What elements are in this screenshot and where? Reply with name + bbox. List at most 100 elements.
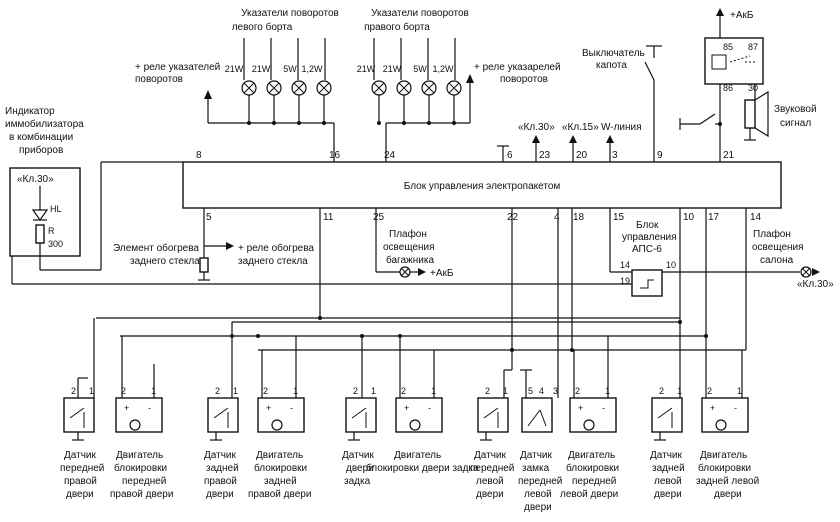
svg-text:87: 87 bbox=[748, 42, 758, 52]
cabin-lamp-icon bbox=[800, 266, 812, 278]
svg-text:передней: передней bbox=[60, 463, 104, 474]
pin-10: 10 bbox=[683, 212, 695, 223]
lamp-icon bbox=[316, 80, 332, 96]
svg-text:2: 2 bbox=[71, 386, 76, 396]
svg-text:освещения: освещения bbox=[383, 242, 435, 253]
svg-text:блокировки: блокировки bbox=[698, 462, 751, 474]
svg-text:Указатели поворотов: Указатели поворотов bbox=[241, 8, 339, 19]
svg-text:2: 2 bbox=[401, 386, 406, 396]
svg-text:Выключатель: Выключатель bbox=[582, 48, 645, 59]
svg-text:поворотов: поворотов bbox=[135, 74, 183, 85]
lock-motor: 2 1 + - bbox=[701, 336, 749, 433]
pin-18: 18 bbox=[573, 212, 585, 223]
svg-text:-: - bbox=[290, 403, 293, 413]
svg-text:+: + bbox=[404, 403, 409, 413]
lamp-icon bbox=[396, 80, 412, 96]
pin-14: 14 bbox=[750, 212, 762, 223]
svg-text:3: 3 bbox=[553, 386, 558, 396]
svg-text:задней: задней bbox=[206, 463, 239, 474]
svg-text:+ реле обогрева: + реле обогрева bbox=[238, 242, 314, 254]
svg-text:заднего стекла: заднего стекла bbox=[130, 256, 200, 267]
svg-text:передней: передней bbox=[122, 476, 166, 487]
pin-5: 5 bbox=[206, 212, 212, 223]
trunk-lamp-icon bbox=[399, 266, 411, 278]
svg-text:поворотов: поворотов bbox=[500, 74, 548, 85]
pin-25: 25 bbox=[373, 212, 385, 223]
svg-text:5: 5 bbox=[528, 386, 533, 396]
top-pins: 8 16 24 6 23 20 3 9 21 bbox=[196, 150, 735, 161]
svg-text:«Кл.15»: «Кл.15» bbox=[562, 122, 599, 133]
svg-text:21W: 21W bbox=[383, 64, 402, 74]
motor-icon bbox=[715, 419, 727, 431]
svg-text:2: 2 bbox=[121, 386, 126, 396]
svg-text:двери: двери bbox=[654, 489, 682, 500]
door-sensor: 2 1 bbox=[345, 336, 377, 441]
pin-8: 8 bbox=[196, 150, 202, 161]
svg-text:«Кл.30»: «Кл.30» bbox=[518, 122, 555, 133]
lamp-icon bbox=[266, 80, 282, 96]
svg-text:1: 1 bbox=[503, 386, 508, 396]
svg-text:Индикатор: Индикатор bbox=[5, 106, 55, 117]
svg-text:Звуковой: Звуковой bbox=[774, 104, 817, 115]
svg-text:приборов: приборов bbox=[19, 144, 63, 156]
sensor-labels: Датчик передней правой двери Датчик задн… bbox=[60, 450, 685, 513]
svg-text:1,2W: 1,2W bbox=[432, 64, 454, 74]
svg-text:Двигатель: Двигатель bbox=[256, 450, 303, 461]
pin-3: 3 bbox=[612, 150, 618, 161]
svg-text:2: 2 bbox=[659, 386, 664, 396]
svg-text:1: 1 bbox=[89, 386, 94, 396]
pin-22: 22 bbox=[507, 212, 519, 223]
hood-switch: Выключатель капота bbox=[582, 45, 662, 162]
lock-motor: 2 1 + - bbox=[569, 336, 617, 433]
svg-text:+АкБ: +АкБ bbox=[730, 10, 754, 21]
svg-text:10: 10 bbox=[666, 260, 676, 270]
svg-text:Датчик: Датчик bbox=[204, 450, 236, 461]
svg-text:управления: управления bbox=[622, 232, 677, 243]
svg-text:+: + bbox=[710, 403, 715, 413]
svg-text:освещения: освещения bbox=[752, 242, 804, 253]
top-signals: «Кл.30» «Кл.15» W-линия bbox=[497, 122, 642, 162]
door-sensor: 2 1 bbox=[63, 318, 95, 441]
svg-text:+ реле указарелей: + реле указарелей bbox=[474, 62, 561, 73]
rear-heater-icon bbox=[199, 257, 209, 273]
svg-text:30: 30 bbox=[748, 83, 758, 93]
svg-text:Двигатель: Двигатель bbox=[394, 450, 441, 461]
pin-9: 9 bbox=[657, 150, 663, 161]
lamp-icon bbox=[241, 80, 257, 96]
pin-6: 6 bbox=[507, 150, 513, 161]
svg-text:правой: правой bbox=[64, 476, 97, 487]
svg-text:1: 1 bbox=[233, 386, 238, 396]
door-sensor: 2 1 bbox=[651, 322, 683, 441]
svg-text:передней: передней bbox=[572, 476, 616, 487]
svg-text:R: R bbox=[48, 226, 55, 236]
svg-text:«Кл.30»: «Кл.30» bbox=[17, 174, 54, 185]
control-unit-box bbox=[182, 161, 782, 209]
resistor-icon bbox=[35, 224, 45, 244]
svg-text:задней: задней bbox=[264, 476, 297, 487]
svg-text:-: - bbox=[428, 403, 431, 413]
bottom-pins: 5 11 25 22 4 18 15 10 17 14 bbox=[206, 212, 762, 223]
svg-text:Двигатель: Двигатель bbox=[568, 450, 615, 461]
svg-text:правой двери: правой двери bbox=[248, 489, 311, 500]
svg-text:21W: 21W bbox=[225, 64, 244, 74]
immobilizer-indicator: Индикатор иммобилизатора в комбинации пр… bbox=[5, 106, 183, 271]
svg-text:задней левой: задней левой bbox=[696, 476, 759, 487]
svg-text:21W: 21W bbox=[252, 64, 271, 74]
svg-text:капота: капота bbox=[596, 60, 627, 71]
svg-text:Датчик: Датчик bbox=[474, 450, 506, 461]
door-sensor: 2 1 bbox=[477, 350, 513, 441]
svg-text:Датчик: Датчик bbox=[520, 450, 552, 461]
svg-text:левой: левой bbox=[524, 489, 552, 500]
svg-text:задней: задней bbox=[652, 463, 685, 474]
lock-sensor: 5 4 3 bbox=[520, 369, 559, 433]
control-unit-label: Блок управления электропакетом bbox=[404, 181, 561, 192]
svg-text:2: 2 bbox=[215, 386, 220, 396]
svg-text:4: 4 bbox=[539, 386, 544, 396]
svg-text:правой: правой bbox=[204, 476, 237, 487]
pin-16: 16 bbox=[329, 150, 341, 161]
svg-text:Двигатель: Двигатель bbox=[116, 450, 163, 461]
svg-text:блокировки: блокировки bbox=[114, 462, 167, 474]
svg-text:-: - bbox=[602, 403, 605, 413]
svg-text:2: 2 bbox=[575, 386, 580, 396]
